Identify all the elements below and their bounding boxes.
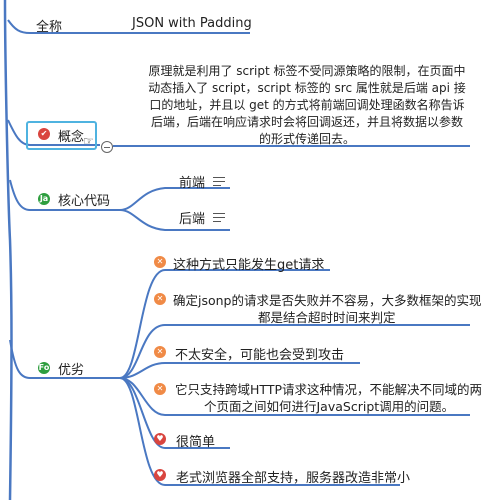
fo-icon: Fo [38,362,50,374]
collapse-toggle[interactable] [101,141,113,153]
heart-icon: ♥ [154,469,166,481]
cursor-icon: ☞ [83,134,94,148]
node-pros-cons-label[interactable]: 优劣 [58,363,85,378]
pros-cons-item[interactable]: 很简单 [176,435,216,450]
pros-cons-item[interactable]: 老式浏览器全部支持，服务器改造非常小 [176,471,411,486]
node-concept-selection[interactable] [26,121,97,150]
node-backend-label[interactable]: 后端 [179,212,206,227]
pros-cons-item-line1[interactable]: 它只支持跨域HTTP请求这种情况，不能解决不同域的两 [175,382,482,397]
pros-cons-item[interactable]: 不太安全，可能也会受到攻击 [175,348,345,363]
pros-cons-item-line2[interactable]: 都是结合超时时间来判定 [258,310,396,325]
note-icon[interactable] [213,213,225,222]
node-fullname-label[interactable]: 全称 [36,20,63,35]
node-concept-label[interactable]: 概念 [58,130,85,145]
node-frontend-label[interactable]: 前端 [179,176,206,191]
x-circle-icon: ✕ [154,346,166,358]
note-icon[interactable] [213,177,225,186]
heart-icon: ♥ [154,433,166,445]
node-concept-description[interactable]: 原理就是利用了 script 标签不受同源策略的限制，在页面中动态插入了 scr… [148,64,466,146]
thumbs-up-icon: ✔ [38,128,50,140]
pros-cons-item[interactable]: 这种方式只能发生get请求 [173,258,325,273]
pros-cons-item-line1[interactable]: 确定jsonp的请求是否失败并不容易，大多数框架的实现 [173,293,482,308]
x-circle-icon: ✕ [154,293,166,305]
x-circle-icon: ✕ [154,383,166,395]
node-core-code-label[interactable]: 核心代码 [58,194,111,209]
pros-cons-item-line2[interactable]: 个页面之间如何进行JavaScript调用的问题。 [204,399,455,414]
code-icon: Ja [38,193,50,205]
x-circle-icon: ✕ [154,256,166,268]
node-fullname-value[interactable]: JSON with Padding [132,16,252,31]
